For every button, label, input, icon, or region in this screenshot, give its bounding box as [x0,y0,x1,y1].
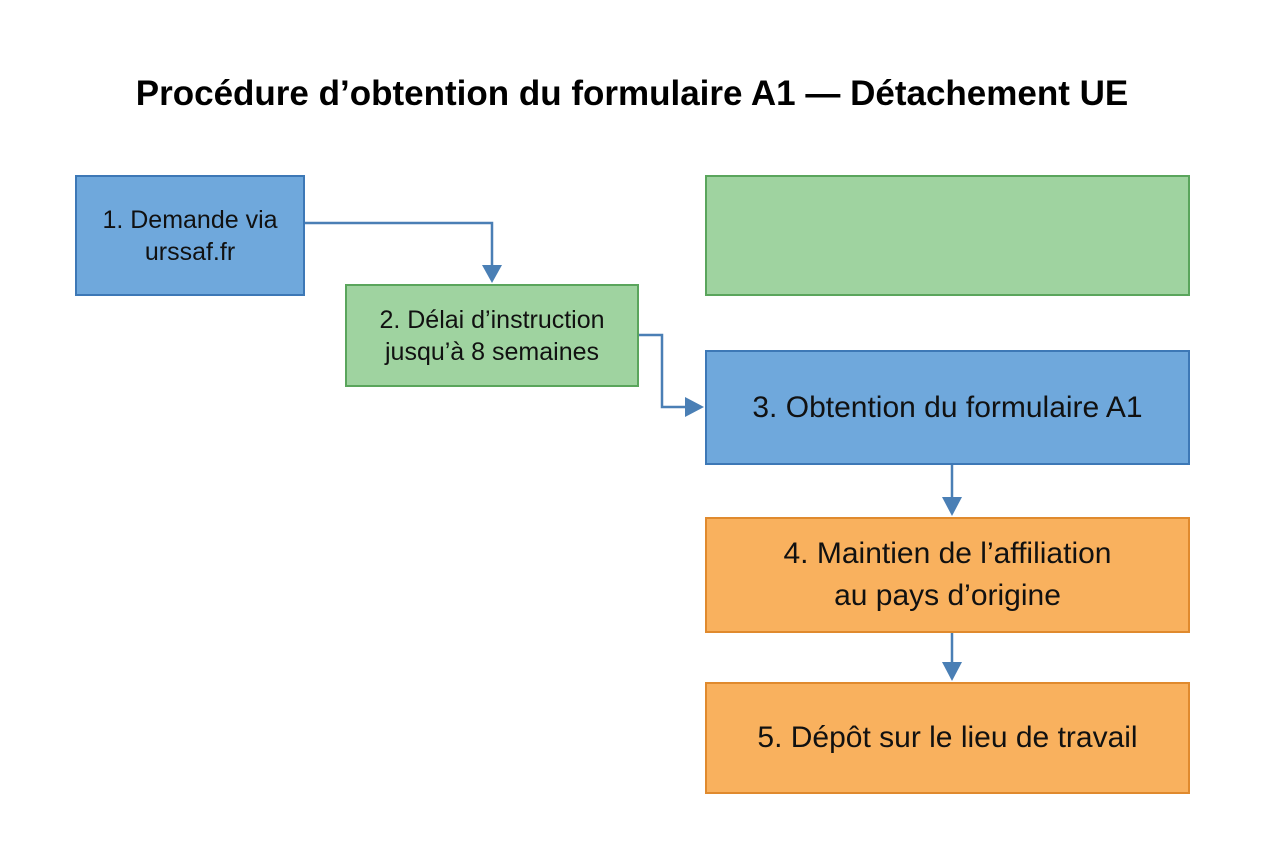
step-2-label: 2. Délai d’instruction jusqu’à 8 semaine… [379,305,605,366]
step-3-label: 3. Obtention du formulaire A1 [752,390,1143,424]
arrow-step2-to-step3 [639,333,688,409]
arrowhead-step5 [942,662,962,681]
step-3-box: 3. Obtention du formulaire A1 [705,350,1190,465]
diagram-title: Procédure d’obtention du formulaire A1 —… [135,74,1129,113]
empty-green-box [705,175,1190,296]
arrow-step1-to-step2 [305,221,494,268]
step-1-box: 1. Demande via urssaf.fr [75,175,305,296]
arrowhead-step3 [685,397,704,417]
step-4-label: 4. Maintien de l’affiliation au pays d’o… [783,537,1112,612]
step-5-label: 5. Dépôt sur le lieu de travail [757,721,1138,754]
step-1-label: 1. Demande via urssaf.fr [102,205,278,266]
step-5-box: 5. Dépôt sur le lieu de travail [705,682,1190,794]
arrowhead-step4 [942,497,962,516]
step-2-box: 2. Délai d’instruction jusqu’à 8 semaine… [345,284,639,387]
step-4-box: 4. Maintien de l’affiliation au pays d’o… [705,517,1190,633]
arrowhead-step2 [482,265,502,283]
